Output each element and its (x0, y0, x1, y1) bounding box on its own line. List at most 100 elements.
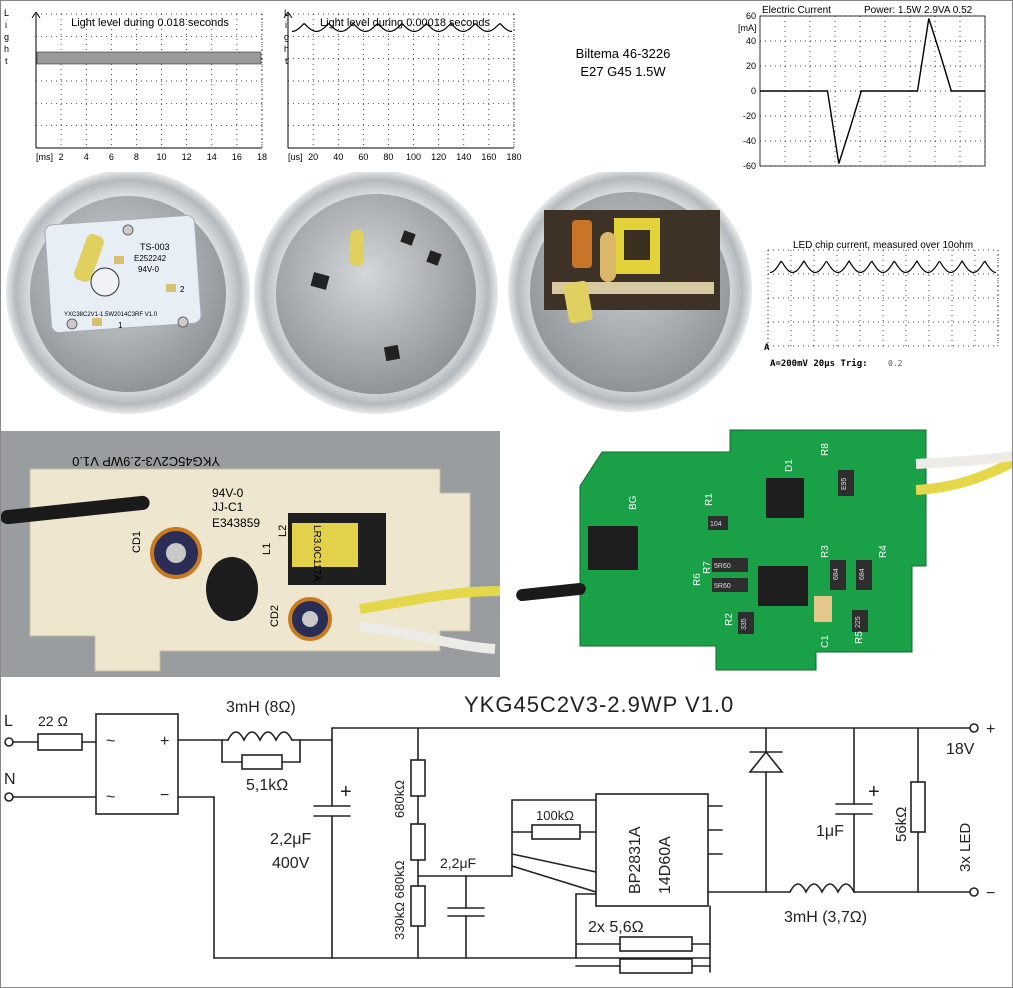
product-title: Biltema 46-3226 E27 G45 1.5W (548, 45, 698, 81)
l-output-label: 3mH (3,7Ω) (784, 909, 867, 926)
light-ripple-line (292, 22, 512, 32)
chart1-xtick: 8 (134, 152, 139, 162)
led-label-part: YXC38C2V1-1.5W2014C3RF V1.0 (64, 312, 158, 318)
c-bulk-label: 2,2μF (270, 831, 311, 848)
output-voltage: 18V (946, 741, 975, 758)
pcb-r-335: 335 (741, 618, 748, 630)
bridge-ac2: ~ (106, 789, 115, 806)
chart1-ylabel-g: g (4, 32, 9, 42)
label-l1: L1 (261, 543, 273, 555)
pcb-r-684b: 684 (859, 568, 866, 580)
chart1-ylabel-i: i (5, 20, 7, 30)
light-level-band (36, 51, 262, 65)
chart3-ytick: 20 (746, 61, 756, 71)
r-100k-label: 100kΩ (536, 808, 574, 823)
chart1-xtick: 16 (232, 152, 242, 162)
ic-part-2: 14D60A (657, 836, 674, 894)
photo-driver-top: YKG45C2V3-2.9WP V1.0 94V-0 JJ-C1 E343859… (0, 431, 500, 677)
pcb-r1: R1 (704, 493, 715, 506)
chart1-title: Light level during 0.018 seconds (71, 17, 229, 29)
chart2-ylabel-t: t (285, 56, 288, 66)
chart2-title: Light level during 0.00018 seconds (320, 17, 491, 29)
chart2-xtick: 160 (481, 152, 496, 162)
chart1-xtick: 18 (257, 152, 267, 162)
photo-led-board: TS-003 E252242 94V-0 YXC38C2V1-1.5W2014C… (6, 172, 250, 414)
chart2-xtick: 140 (456, 152, 471, 162)
chart2-xtick: 80 (383, 152, 393, 162)
chart2-xtick: 180 (506, 152, 521, 162)
scope-settings: A=200mV 20µs Trig: (770, 358, 868, 369)
light-chart-18ms: L i g h t Light level during 0.018 secon… (4, 8, 267, 162)
c-bulk-plus: + (340, 781, 352, 803)
bridge-ac1: ~ (106, 733, 115, 750)
pcb-r-5r60a: 5R60 (714, 563, 731, 570)
chart1-ylabel-t: t (5, 56, 8, 66)
electric-current-chart: Electric Current Power: 1.5W 2.9VA 0.52 … (738, 5, 986, 171)
input-l-label: L (4, 713, 13, 730)
chart3-ytick: 60 (746, 11, 756, 21)
pcb-r3: R3 (820, 545, 831, 558)
r-parallel-label: 5,1kΩ (246, 777, 288, 794)
pcb-bg: BG (628, 495, 639, 510)
pcb-r8: R8 (820, 443, 831, 456)
chart2-xunit: [us] (288, 152, 303, 162)
led-load-label: 3x LED (957, 823, 974, 872)
driver-pcb-text: YKG45C2V3-2.9WP V1.0 (72, 454, 220, 469)
led-pin-1: 1 (118, 321, 123, 330)
pcb-r-5r60b: 5R60 (714, 583, 731, 590)
chart3-ytick: -60 (743, 161, 756, 171)
pcb-r6: R6 (692, 573, 703, 586)
current-waveform (760, 18, 985, 164)
chart3-title: Electric Current (762, 5, 831, 16)
chart2-ylabel-h: h (284, 44, 289, 54)
bridge-minus: − (160, 787, 169, 804)
chart3-ytick: 40 (746, 36, 756, 46)
chart1-ylabel-l: L (4, 8, 9, 18)
product-model: E27 G45 1.5W (580, 64, 666, 79)
c-bulk-voltage: 400V (272, 855, 310, 872)
pcb-r5: R5 (854, 631, 865, 644)
pcb-r7: R7 (702, 561, 713, 574)
circuit-schematic: YKG45C2V3-2.9WP V1.0 L N 22 Ω ~ ~ + − 3m… (4, 692, 995, 974)
product-name: Biltema 46-3226 (575, 46, 671, 61)
ic-part-1: BP2831A (627, 826, 644, 894)
chart1-xunit: [ms] (36, 152, 53, 162)
label-cd2: CD2 (269, 605, 281, 627)
chart2-xtick: 40 (333, 152, 343, 162)
pcb-r-684a: 684 (833, 568, 840, 580)
led-label-ts: TS-003 (140, 242, 170, 252)
chart1-ylabel-h: h (4, 44, 9, 54)
chart2-xtick: 20 (308, 152, 318, 162)
pcb-r2: R2 (724, 613, 735, 626)
bulb-photos-row: TS-003 E252242 94V-0 YXC38C2V1-1.5W2014C… (6, 172, 752, 414)
led-label-94v: 94V-0 (138, 265, 159, 274)
power-readout: Power: 1.5W 2.9VA 0.52 (864, 5, 973, 16)
chart3-ytick: -20 (743, 111, 756, 121)
schematic-title: YKG45C2V3-2.9WP V1.0 (464, 692, 734, 717)
photo-driver-inside (508, 172, 752, 412)
r-input-label: 22 Ω (38, 713, 68, 729)
output-minus: − (986, 885, 995, 902)
photo-driver-bottom: BG D1 R1 R2 R3 R4 R5 R6 R7 R8 C1 5R60 5R… (516, 416, 1013, 678)
label-l2: L2 (277, 525, 289, 537)
pcb-r-225: 225 (855, 616, 862, 628)
chart3-ytick: 0 (751, 86, 756, 96)
r-output-label: 56kΩ (893, 807, 910, 842)
label-cd1: CD1 (131, 531, 143, 553)
chart2-xtick: 120 (431, 152, 446, 162)
chart4-title: LED chip current, measured over 10ohm (793, 240, 973, 251)
pcb-c1: C1 (820, 635, 831, 648)
pcb-r-104: 104 (710, 521, 722, 528)
chart2-xtick: 100 (406, 152, 421, 162)
led-current-chart: LED chip current, measured over 10ohm A … (764, 240, 999, 369)
chart1-xtick: 6 (109, 152, 114, 162)
r-divider-bottom: 330kΩ 680kΩ (392, 860, 407, 940)
chart2-ylabel-g: g (284, 32, 289, 42)
r-divider-top: 680kΩ (392, 780, 407, 818)
r-sense-label: 2x 5,6Ω (588, 919, 644, 936)
chart2-xtick: 60 (358, 152, 368, 162)
chart1-xtick: 14 (207, 152, 217, 162)
l-input-label: 3mH (8Ω) (226, 699, 296, 716)
led-current-ripple (769, 260, 997, 274)
chart3-ytick: -40 (743, 136, 756, 146)
